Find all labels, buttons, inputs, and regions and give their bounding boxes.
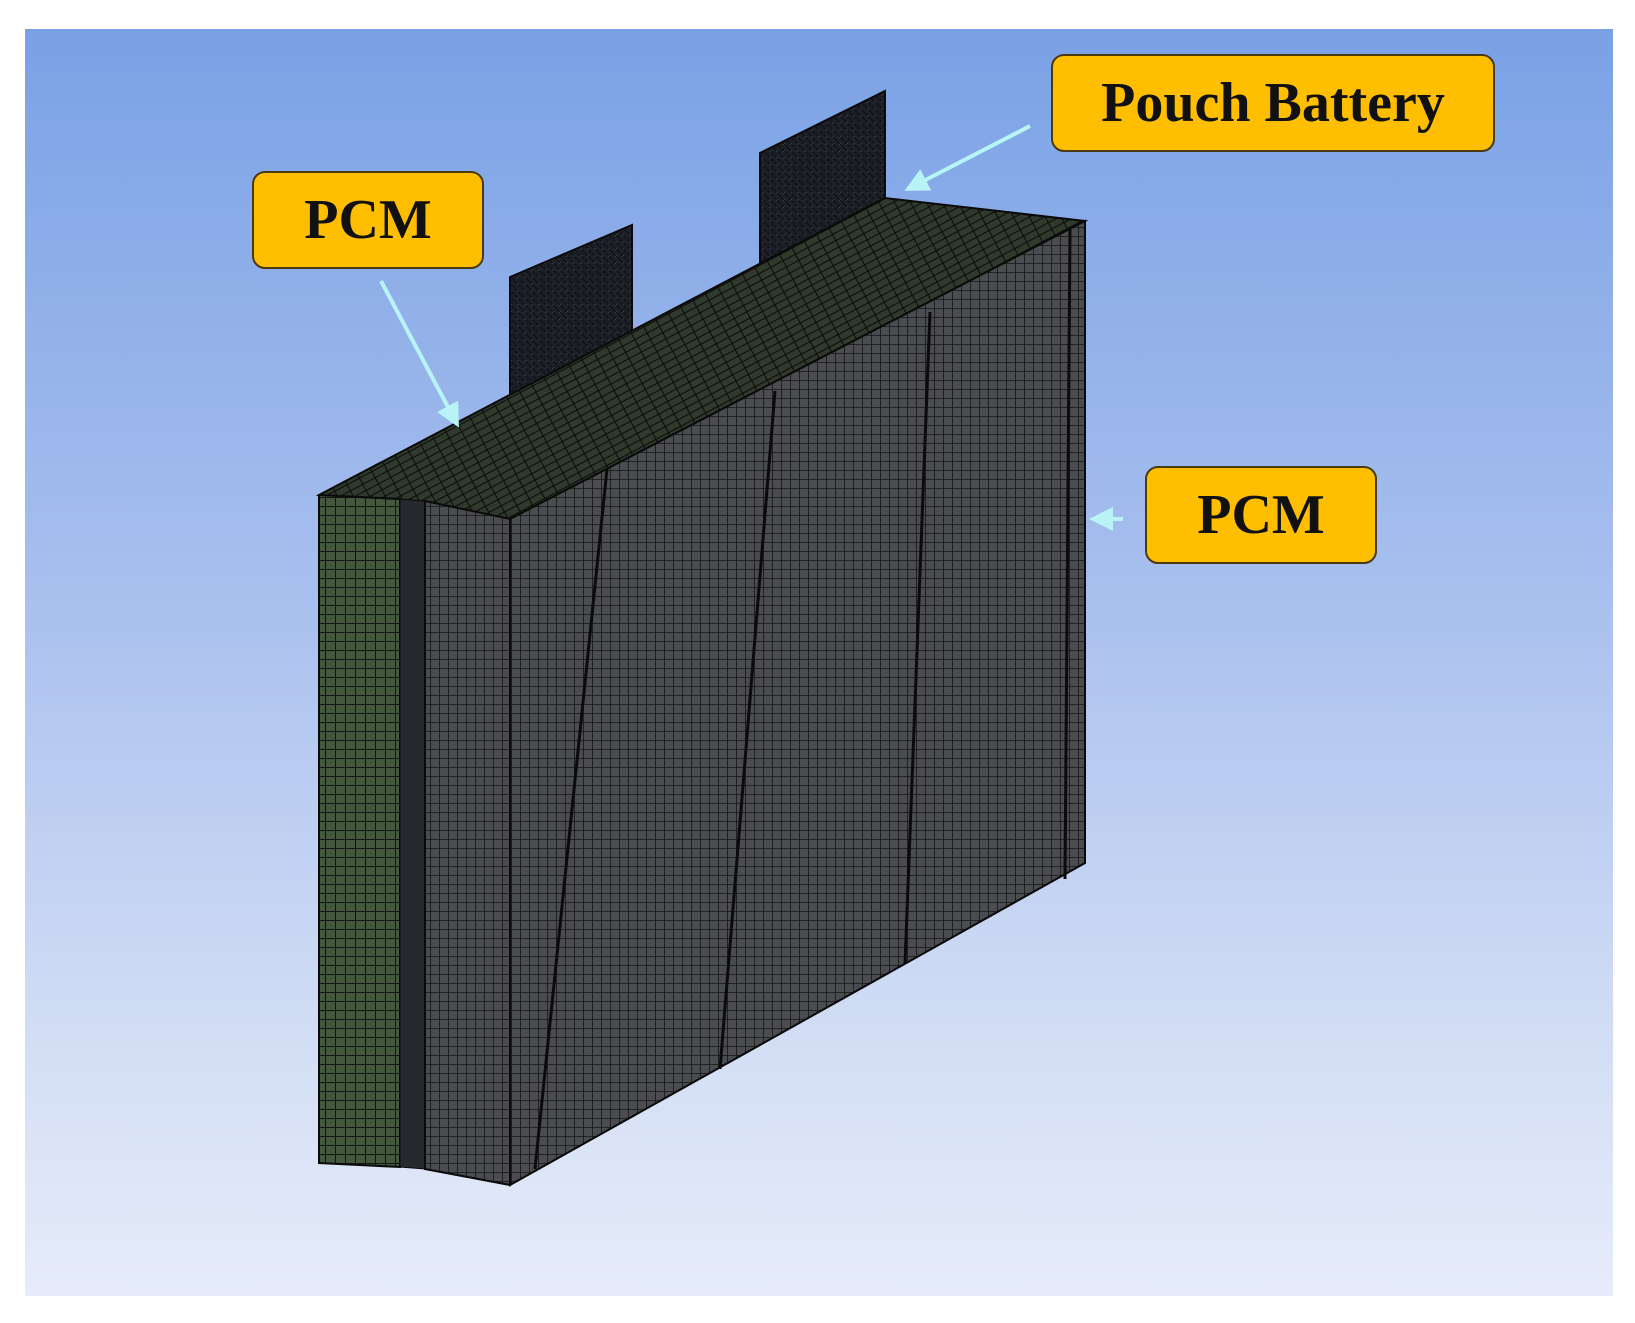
pcm-left-label: PCM [304,189,432,251]
pcm-right-callout: PCM [1145,466,1377,564]
battery-mesh-model [315,89,1123,1187]
pcm-left-callout: PCM [252,171,484,269]
battery-cell-edge [399,498,426,1170]
front-face [509,219,1086,1187]
pouch-battery-callout: Pouch Battery [1051,54,1495,152]
pouch-battery-label: Pouch Battery [1101,72,1445,134]
pcm-right-label: PCM [1197,484,1325,546]
pcm-layer-side [424,499,511,1187]
pcm-layer-left [318,493,401,1169]
arrow-pcm-left [379,280,459,428]
arrow-pouch-battery [904,124,1031,191]
